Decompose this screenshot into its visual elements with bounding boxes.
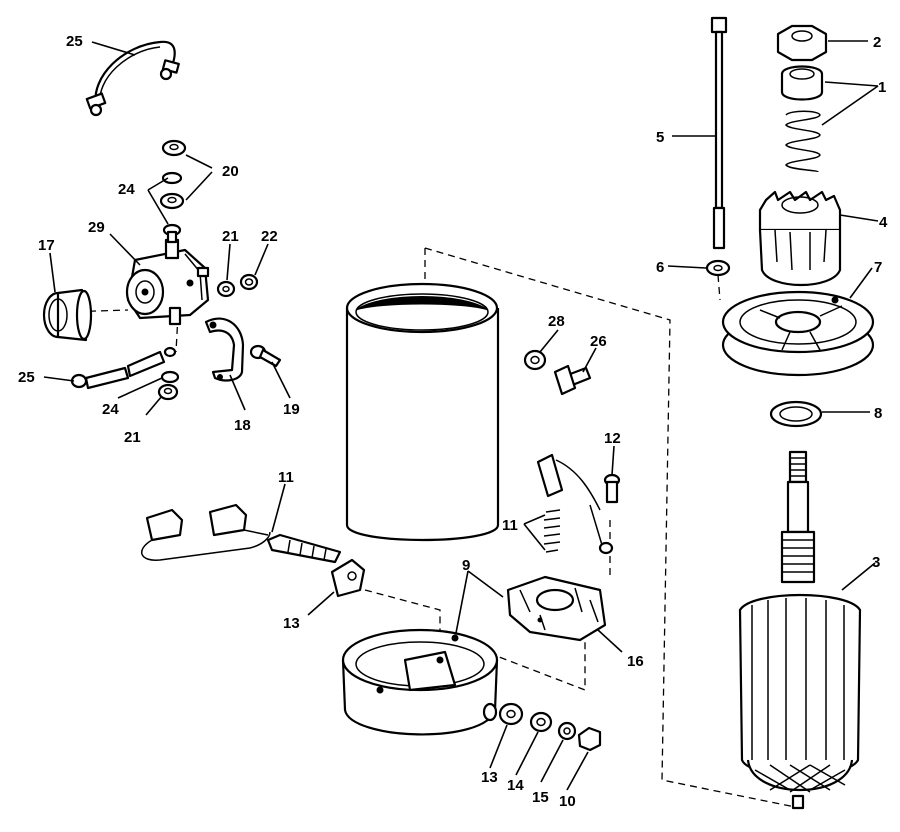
starter-housing xyxy=(345,282,500,542)
callout-18: 17 xyxy=(38,237,55,254)
part-18-rubber-boot xyxy=(42,288,93,342)
part-8-thrust-washer xyxy=(769,400,823,428)
callout-11-right: 11 xyxy=(502,517,518,534)
callout-21-lower: 21 xyxy=(124,429,141,446)
part-19-clamp xyxy=(204,317,245,382)
part-5-through-bolt xyxy=(710,16,728,250)
part-22-23-small-hardware xyxy=(216,273,259,298)
callout-21-upper: 20 xyxy=(222,163,239,180)
part-12-screw xyxy=(603,473,621,504)
end-cap xyxy=(341,628,499,736)
callout-24-upper: 24 xyxy=(118,181,135,198)
callout-1: 1 xyxy=(878,79,886,96)
callout-23: 22 xyxy=(261,228,278,245)
part-11-brush-set-right xyxy=(536,453,614,555)
part-11-brush-set-left xyxy=(141,503,342,564)
callout-27: 25 xyxy=(66,33,83,50)
callout-7: 7 xyxy=(874,259,882,276)
callout-13: 13 xyxy=(283,615,300,632)
callout-12: 12 xyxy=(604,430,621,447)
callout-15: 14 xyxy=(507,777,524,794)
part-7-end-plate xyxy=(721,290,875,377)
part-6-washer xyxy=(705,259,731,277)
callout-leader-lines xyxy=(43,40,879,791)
part-29-solenoid xyxy=(125,230,210,326)
callout-5: 5 xyxy=(656,129,664,146)
part-21-24-upper-nut-stack xyxy=(159,139,187,237)
callout-19: 18 xyxy=(234,417,251,434)
callout-14: 13 xyxy=(481,769,498,786)
callout-17: 16 xyxy=(627,653,644,670)
part-10-14-15-16-hardware xyxy=(498,702,602,752)
callout-4: 4 xyxy=(879,214,888,231)
callout-25: 25 xyxy=(18,369,35,386)
callout-2: 2 xyxy=(873,34,881,51)
callout-28: 28 xyxy=(548,313,565,330)
part-27-ground-wire xyxy=(85,40,180,117)
callout-6: 6 xyxy=(656,259,664,276)
callout-numbers: 25 20 24 29 17 21 22 25 24 21 18 19 28 2… xyxy=(18,33,888,810)
part-20-screw xyxy=(249,344,282,368)
callout-8: 8 xyxy=(874,405,882,422)
callout-20: 19 xyxy=(283,401,300,418)
part-9-17-brush-holder xyxy=(506,575,607,642)
callout-11-left: 11 xyxy=(278,469,294,486)
part-4-pinion-drive xyxy=(758,190,842,286)
part-25-battery-cable xyxy=(70,346,180,401)
callout-3: 3 xyxy=(872,554,880,571)
callout-24-lower: 24 xyxy=(102,401,119,418)
callout-29: 29 xyxy=(88,219,105,236)
part-26-28-bolt-washer xyxy=(523,349,592,396)
callout-9: 9 xyxy=(462,557,470,574)
callout-16: 15 xyxy=(532,789,549,806)
callout-26: 26 xyxy=(590,333,607,350)
part-3-armature xyxy=(738,450,862,810)
part-1-2-drive-hardware xyxy=(776,24,828,173)
callout-10: 10 xyxy=(559,793,576,810)
callout-22: 21 xyxy=(222,228,239,245)
part-13-terminal xyxy=(330,558,366,598)
